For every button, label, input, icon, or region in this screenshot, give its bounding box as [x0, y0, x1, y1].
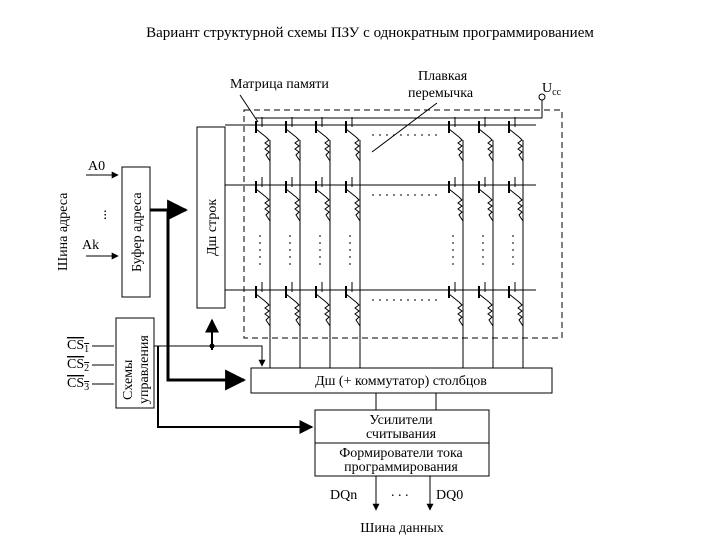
cell-emitter: [315, 188, 327, 198]
cell-emitter: [478, 128, 490, 138]
fuse-element: [294, 196, 301, 222]
cell-emitter: [345, 293, 357, 303]
fuse-element: [294, 136, 301, 162]
cell-emitter: [345, 188, 357, 198]
fuse-label-line1: Плавкая: [418, 69, 468, 84]
fuse-element: [457, 301, 464, 327]
column-decoder-label: Дш (+ коммутатор) столбцов: [315, 374, 487, 389]
cs1-label: CS1: [67, 338, 89, 355]
cell-emitter: [478, 188, 490, 198]
cell-emitter: [255, 188, 267, 198]
control-label-line1: Схемы: [121, 359, 136, 400]
cell-emitter: [255, 128, 267, 138]
cell-emitter: [315, 293, 327, 303]
fuse-pointer: [371, 102, 438, 153]
memory-matrix: [225, 117, 542, 368]
data-bus-label: Шина данных: [360, 521, 444, 536]
fuse-element: [517, 196, 524, 222]
memory-matrix-label: Матрица памяти: [230, 77, 329, 92]
fuse-element: [517, 136, 524, 162]
cell-emitter: [508, 128, 520, 138]
ak-label: Ak: [82, 238, 99, 253]
diagram-title: Вариант структурной схемы ПЗУ с однократ…: [146, 25, 594, 41]
row-decoder-block: [196, 126, 226, 309]
address-dots: ...: [95, 210, 110, 221]
sense-amp-label-1: Усилители: [369, 413, 433, 428]
memory-matrix-boundary: [243, 109, 563, 339]
dq0-label: DQ0: [436, 488, 463, 503]
dqn-label: DQn: [330, 488, 357, 503]
fuse-element: [324, 136, 331, 162]
sense-amp-label-2: считывания: [366, 427, 437, 442]
fuse-element: [517, 301, 524, 327]
junction-dot: [209, 343, 215, 349]
control-to-decoders-line: [154, 345, 266, 367]
fuse-element: [294, 301, 301, 327]
fuse-element: [324, 301, 331, 327]
cell-emitter: [508, 188, 520, 198]
cell-emitter: [508, 293, 520, 303]
control-circuit-block: [115, 317, 155, 409]
sense-amplifiers-block: [314, 409, 490, 444]
address-buffer-block: [121, 166, 151, 298]
prog-label-2: программирования: [344, 460, 458, 475]
cell-emitter: [448, 128, 460, 138]
control-to-amplifiers-line: [157, 346, 314, 434]
cell-emitter: [345, 128, 357, 138]
cell-emitter: [448, 188, 460, 198]
a0-label: A0: [88, 159, 105, 174]
fuse-element: [487, 136, 494, 162]
cell-emitter: [285, 188, 297, 198]
fuse-element: [457, 196, 464, 222]
cs2-label: CS2: [67, 357, 89, 374]
fuse-element: [457, 136, 464, 162]
programming-current-block: [314, 442, 490, 477]
address-buffer-label: Буфер адреса: [130, 192, 145, 272]
prog-label-1: Формирователи тока: [339, 446, 463, 461]
cell-emitter: [255, 293, 267, 303]
fuse-element: [487, 196, 494, 222]
cell-emitter: [448, 293, 460, 303]
address-bus-label: Шина адреса: [56, 192, 71, 271]
fuse-element: [354, 196, 361, 222]
column-decoder-block: [250, 367, 553, 394]
cell-emitter: [478, 293, 490, 303]
control-label-line2: управления: [137, 335, 152, 404]
ucc-label: Ucc: [542, 81, 562, 98]
fuse-element: [354, 301, 361, 327]
fuse-element: [324, 196, 331, 222]
cell-emitter: [285, 293, 297, 303]
cell-emitter: [285, 128, 297, 138]
cs3-label: CS3: [67, 376, 89, 393]
dq-dots: . . .: [391, 485, 409, 500]
fuse-label-line2: перемычка: [408, 86, 474, 101]
fuse-element: [264, 136, 271, 162]
fuse-element: [487, 301, 494, 327]
fuse-element: [354, 136, 361, 162]
ucc-terminal: [538, 93, 546, 101]
address-to-column-bus: [166, 210, 247, 391]
row-decoder-label: Дш строк: [205, 199, 220, 256]
fuse-element: [264, 301, 271, 327]
cell-emitter: [315, 128, 327, 138]
fuse-element: [264, 196, 271, 222]
